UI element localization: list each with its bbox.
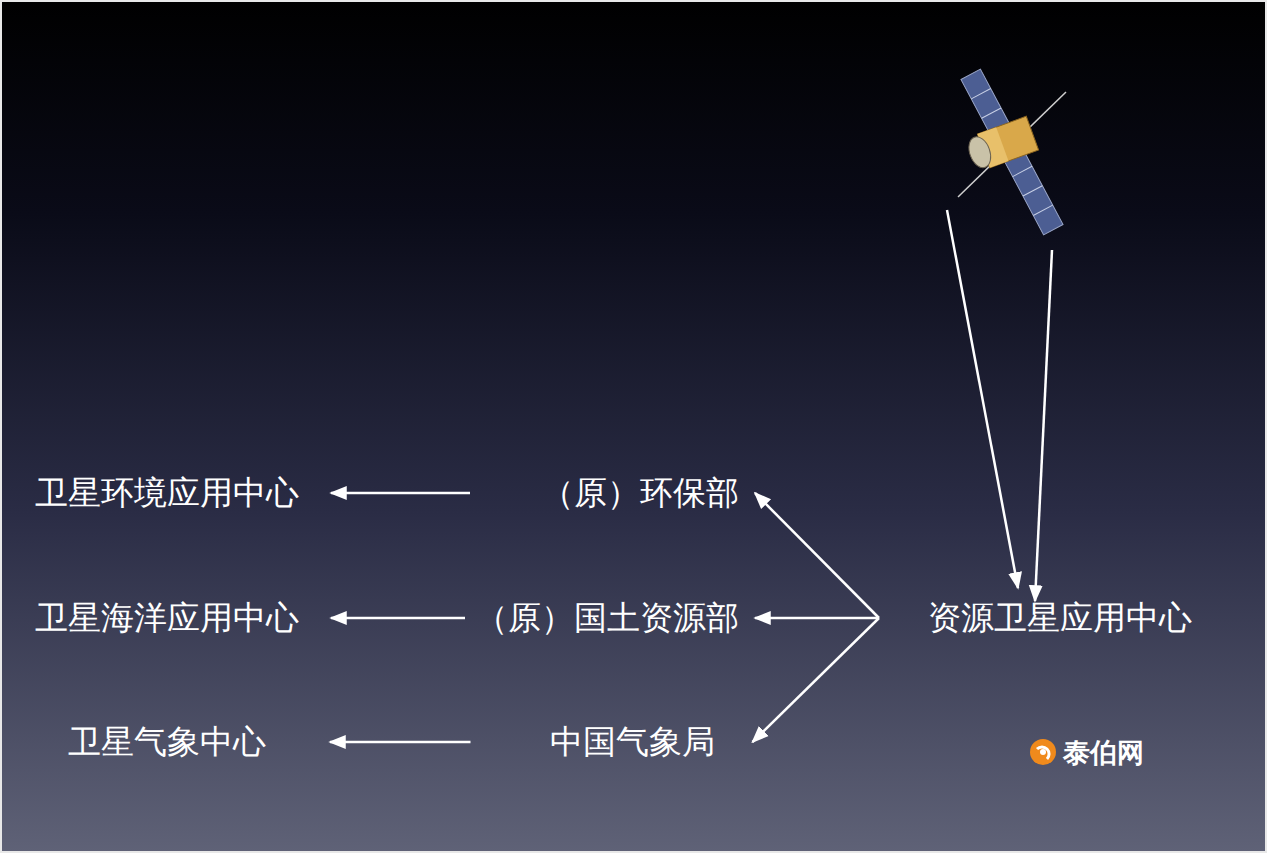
org-label: 卫星环境应用中心	[31, 469, 303, 517]
org-label: 中国气象局	[546, 718, 719, 766]
org-label: （原）环保部	[537, 469, 743, 517]
org-label: 卫星海洋应用中心	[31, 594, 303, 642]
node-text: （原）环保部	[541, 473, 739, 513]
downlink-arrow	[947, 210, 1018, 588]
arrow-connector	[753, 618, 880, 742]
downlink-arrow	[1035, 250, 1052, 601]
org-label: （原）国土资源部	[471, 594, 743, 642]
arrow-connector	[755, 493, 879, 618]
satellite	[958, 69, 1066, 235]
org-label: 卫星气象中心	[64, 718, 270, 766]
node-text: 中国气象局	[550, 722, 715, 762]
node-text: 卫星环境应用中心	[35, 473, 299, 513]
logo-icon	[1030, 739, 1056, 765]
node-text: （原）国土资源部	[475, 598, 739, 638]
arrow-connector	[331, 617, 465, 620]
node-text: 卫星海洋应用中心	[35, 598, 299, 638]
arrow-connector	[331, 492, 470, 495]
node-text: 卫星气象中心	[68, 722, 266, 762]
arrow-connector	[755, 617, 879, 620]
org-label: 资源卫星应用中心	[924, 594, 1196, 642]
arrow-connector	[330, 741, 471, 744]
watermark: 泰伯网	[1063, 735, 1144, 771]
node-text: 资源卫星应用中心	[928, 598, 1192, 638]
